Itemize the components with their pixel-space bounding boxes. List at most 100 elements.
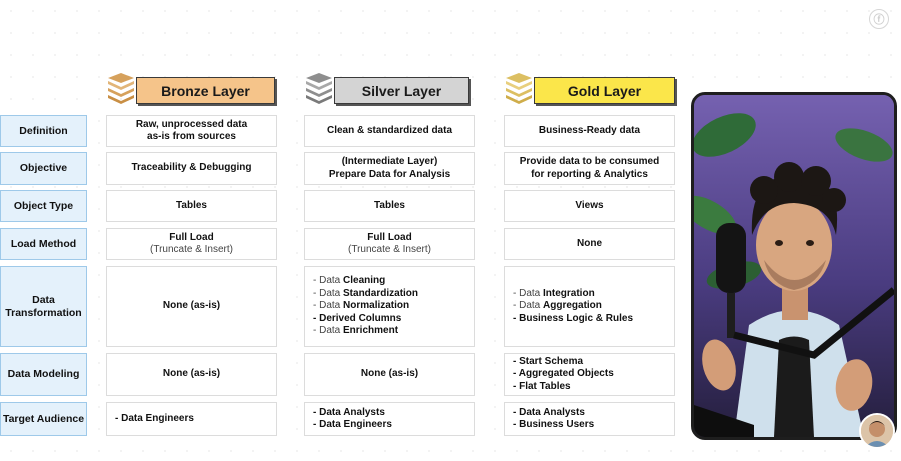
cell-text: - Data Engineers bbox=[313, 419, 392, 430]
layer-title: Silver Layer bbox=[334, 77, 469, 104]
table-cell: None (as-is) bbox=[106, 266, 277, 347]
cell-text: - Data bbox=[513, 300, 544, 312]
cell-line: Prepare Data for Analysis bbox=[329, 169, 450, 182]
table-cell: Tables bbox=[106, 190, 277, 222]
cell-line: - Data Integration bbox=[513, 288, 595, 301]
cell-line: None (as-is) bbox=[163, 300, 220, 313]
table-cell: Views bbox=[504, 190, 675, 222]
cell-line: None bbox=[577, 238, 602, 251]
cell-text: - Derived Columns bbox=[313, 312, 402, 324]
row-label: Load Method bbox=[0, 228, 87, 260]
cell-text: Raw, unprocessed data bbox=[135, 118, 248, 130]
table-cell: - Data Engineers bbox=[106, 402, 277, 436]
layer-header-silver: Silver Layer bbox=[304, 73, 473, 111]
cell-text: Business-Ready data bbox=[538, 124, 641, 136]
table-cell: Full Load(Truncate & Insert) bbox=[106, 228, 277, 260]
cell-line: - Start Schema bbox=[513, 356, 583, 369]
cell-line: - Data Engineers bbox=[313, 419, 392, 432]
cell-text: - Data bbox=[313, 275, 344, 287]
cell-line: - Business Users bbox=[513, 419, 594, 432]
cell-text: - Data bbox=[313, 300, 344, 312]
cell-text: Views bbox=[575, 199, 604, 211]
avatar-illustration bbox=[861, 415, 893, 447]
cell-text: - Start Schema bbox=[513, 355, 584, 367]
cell-text: - Data bbox=[513, 287, 544, 299]
cell-line: - Data Engineers bbox=[115, 413, 194, 426]
cell-text: - Data Analysts bbox=[513, 406, 585, 418]
row-label: Definition bbox=[0, 115, 87, 147]
cell-text: - Business Logic & Rules bbox=[513, 312, 634, 324]
cell-text: Tables bbox=[176, 199, 207, 211]
circular-badge-icon[interactable]: ⓕ bbox=[869, 9, 889, 29]
cell-text: Full Load bbox=[169, 231, 214, 243]
cell-line: Business-Ready data bbox=[539, 125, 640, 138]
cell-line: as-is from sources bbox=[147, 131, 236, 144]
cell-line: - Derived Columns bbox=[313, 313, 401, 326]
cell-line: - Data Aggregation bbox=[513, 300, 602, 313]
table-cell: Traceability & Debugging bbox=[106, 152, 277, 185]
row-label: Data Transformation bbox=[0, 266, 87, 347]
cell-line: - Data Enrichment bbox=[313, 325, 398, 338]
cell-text: Full Load bbox=[367, 231, 412, 243]
cell-line: - Business Logic & Rules bbox=[513, 313, 633, 326]
cell-line: - Data Cleaning bbox=[313, 275, 385, 288]
table-cell: (Intermediate Layer) Prepare Data for Ana… bbox=[304, 152, 475, 185]
layer-title: Gold Layer bbox=[534, 77, 675, 104]
table-cell: - Data Integration- Data Aggregation- Bu… bbox=[504, 266, 675, 347]
cell-text: - Aggregated Objects bbox=[513, 368, 614, 380]
cell-text: None (as-is) bbox=[360, 368, 419, 380]
cell-text: as-is from sources bbox=[147, 131, 236, 142]
cell-text: Provide data to be consumed bbox=[519, 156, 660, 167]
cell-text: - Data Engineers bbox=[115, 412, 194, 424]
cell-text: Traceability & Debugging bbox=[131, 162, 252, 174]
cell-line: Clean & standardized data bbox=[327, 125, 452, 138]
cell-line: Raw, unprocessed data bbox=[136, 119, 247, 132]
table-cell: None (as-is) bbox=[304, 353, 475, 396]
cell-line: for reporting & Analytics bbox=[531, 169, 648, 182]
stacked-layers-icon bbox=[504, 73, 534, 107]
table-cell: - Data Cleaning- Data Standardization- D… bbox=[304, 266, 475, 347]
table-cell: - Data Analysts- Data Engineers bbox=[304, 402, 475, 436]
presenter-illustration bbox=[694, 95, 894, 437]
avatar[interactable] bbox=[859, 413, 895, 449]
layer-header-gold: Gold Layer bbox=[504, 73, 679, 111]
table-cell: - Data Analysts- Business Users bbox=[504, 402, 675, 436]
cell-text: (Intermediate Layer) bbox=[341, 156, 438, 167]
cell-text: Standardization bbox=[343, 287, 419, 299]
cell-text: Integration bbox=[543, 287, 595, 299]
cell-line: - Data Analysts bbox=[513, 407, 585, 420]
cell-text: - Data bbox=[313, 325, 344, 337]
table-cell: Clean & standardized data bbox=[304, 115, 475, 147]
cell-line: Traceability & Debugging bbox=[131, 162, 251, 175]
cell-text: - Data bbox=[313, 287, 344, 299]
cell-text: Clean & standardized data bbox=[326, 124, 453, 136]
stacked-layers-icon bbox=[106, 73, 136, 107]
layer-title: Bronze Layer bbox=[136, 77, 275, 104]
table-cell: None bbox=[504, 228, 675, 260]
cell-text: None (as-is) bbox=[162, 300, 221, 312]
cell-text: - Business Users bbox=[513, 419, 595, 430]
cell-line: - Data Standardization bbox=[313, 288, 418, 301]
cell-line: (Intermediate Layer) bbox=[342, 156, 438, 169]
row-label: Data Modeling bbox=[0, 353, 87, 396]
cell-line: (Truncate & Insert) bbox=[150, 244, 233, 257]
layer-header-bronze: Bronze Layer bbox=[106, 73, 279, 111]
stacked-layers-icon bbox=[304, 73, 334, 107]
cell-text: Cleaning bbox=[343, 275, 386, 287]
cell-line: - Aggregated Objects bbox=[513, 368, 614, 381]
cell-text: Enrichment bbox=[343, 325, 399, 337]
table-cell: None (as-is) bbox=[106, 353, 277, 396]
cell-line: Tables bbox=[374, 200, 405, 213]
row-label: Target Audience bbox=[0, 402, 87, 436]
cell-line: - Data Normalization bbox=[313, 300, 409, 313]
table-cell: Tables bbox=[304, 190, 475, 222]
presenter-webcam bbox=[691, 92, 897, 440]
cell-text: (Truncate & Insert) bbox=[348, 244, 431, 255]
cell-line: None (as-is) bbox=[361, 368, 418, 381]
cell-text: - Data Analysts bbox=[313, 406, 385, 418]
cell-text: for reporting & Analytics bbox=[531, 168, 648, 180]
cell-line: - Data Analysts bbox=[313, 407, 385, 420]
cell-text: None bbox=[577, 237, 602, 249]
cell-line: (Truncate & Insert) bbox=[348, 244, 431, 257]
